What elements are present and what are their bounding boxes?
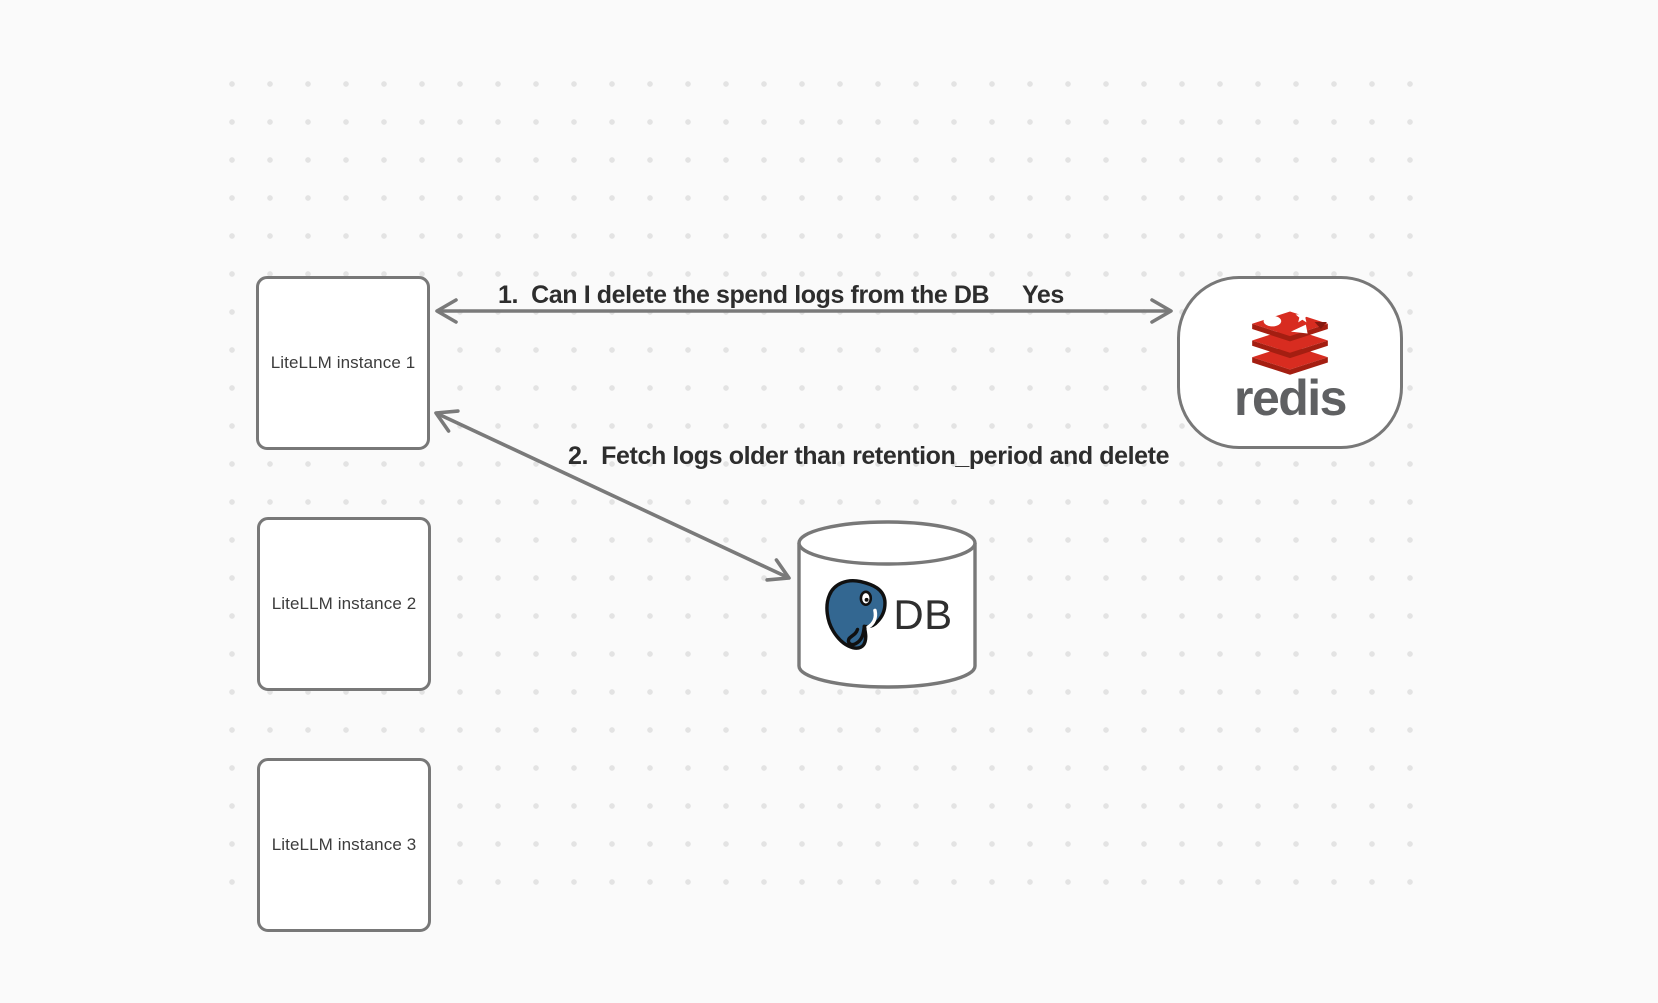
db-cylinder-shape [797, 520, 977, 689]
node-litellm-instance-1[interactable]: LiteLLM instance 1 [256, 276, 430, 450]
node-litellm-instance-3[interactable]: LiteLLM instance 3 [257, 758, 431, 932]
node-redis[interactable]: redis [1177, 276, 1403, 449]
node-litellm-instance-2[interactable]: LiteLLM instance 2 [257, 517, 431, 691]
node-label: LiteLLM instance 3 [271, 835, 417, 854]
node-label: LiteLLM instance 1 [270, 353, 416, 372]
arrow-2-label: 2. Fetch logs older than retention_perio… [568, 442, 1170, 470]
node-label: LiteLLM instance 2 [271, 594, 417, 613]
arrow-1-response-label: Yes [1022, 281, 1064, 309]
redis-logo-icon [1252, 311, 1328, 375]
redis-wordmark: redis [1233, 370, 1348, 426]
postgresql-elephant-icon [825, 579, 887, 650]
node-db[interactable]: DB [795, 518, 979, 694]
db-label: DB [893, 591, 953, 638]
arrow-1-label: 1. Can I delete the spend logs from the … [498, 281, 990, 309]
